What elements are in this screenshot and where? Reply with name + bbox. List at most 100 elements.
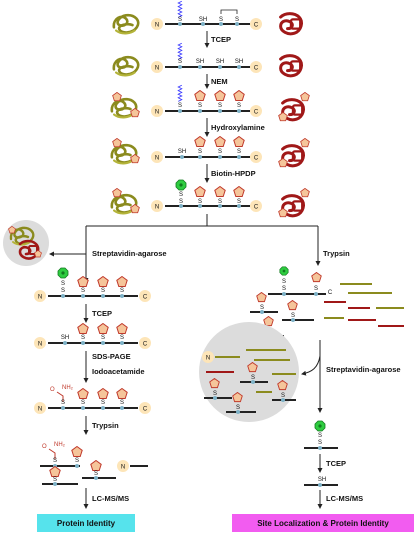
svg-text:S: S: [282, 286, 286, 292]
svg-text:LC-MS/MS: LC-MS/MS: [326, 494, 363, 503]
svg-text:S: S: [237, 149, 241, 155]
svg-text:C: C: [143, 295, 148, 301]
svg-text:SH: SH: [235, 59, 243, 65]
svg-text:S: S: [291, 313, 295, 319]
svg-text:C: C: [254, 205, 259, 211]
olive-protein-icon: [112, 55, 140, 77]
svg-text:S: S: [260, 305, 264, 311]
svg-text:N: N: [38, 295, 42, 301]
svg-text:S: S: [61, 288, 65, 294]
svg-text:NEM: NEM: [211, 77, 228, 86]
svg-text:S: S: [178, 17, 182, 23]
svg-text:C: C: [254, 156, 259, 162]
svg-text:S: S: [318, 433, 322, 439]
svg-text:SH: SH: [196, 59, 204, 65]
svg-text:N: N: [121, 465, 125, 471]
left-row-2: N C SH S S S: [34, 323, 151, 349]
svg-text:SH: SH: [318, 477, 326, 483]
svg-text:S: S: [53, 458, 57, 464]
olive-protein-icon: [112, 13, 140, 35]
red-protein-icon: [279, 54, 303, 78]
svg-text:SH: SH: [199, 17, 207, 23]
disulfide-bond: [220, 9, 238, 14]
svg-text:NH₂: NH₂: [62, 385, 74, 391]
svg-text:Trypsin: Trypsin: [92, 421, 119, 430]
svg-text:C: C: [254, 23, 259, 29]
svg-text:LC-MS/MS: LC-MS/MS: [92, 494, 129, 503]
svg-text:S: S: [101, 335, 105, 341]
svg-text:S: S: [218, 199, 222, 205]
svg-text:Site Localization & Protein Id: Site Localization & Protein Identity: [257, 519, 389, 528]
svg-text:S: S: [236, 405, 240, 411]
svg-text:S: S: [178, 103, 182, 109]
svg-text:C: C: [328, 290, 333, 296]
svg-text:S: S: [179, 199, 183, 205]
result-right-box: [232, 514, 414, 532]
svg-text:S: S: [101, 288, 105, 294]
svg-text:TCEP: TCEP: [211, 35, 231, 44]
svg-text:TCEP: TCEP: [326, 459, 346, 468]
fatty-acyl-icon: [177, 0, 183, 18]
discarded-peptides: N S S S S: [199, 322, 299, 422]
svg-text:S: S: [75, 458, 79, 464]
svg-text:S: S: [178, 59, 182, 65]
svg-text:S: S: [198, 149, 202, 155]
svg-text:Streptavidin-agarose: Streptavidin-agarose: [92, 249, 167, 258]
svg-text:S: S: [61, 281, 65, 287]
svg-text:S: S: [179, 192, 183, 198]
left-peptides: O NH₂ S S C N S S: [40, 442, 148, 486]
row-2: N C S SH SH SH: [112, 42, 303, 78]
svg-text:O: O: [42, 444, 47, 450]
row-1: N C S SH S S: [112, 0, 303, 36]
svg-text:O: O: [50, 387, 55, 393]
svg-text:S: S: [120, 335, 124, 341]
svg-text:SH: SH: [216, 59, 224, 65]
svg-text:S: S: [198, 199, 202, 205]
discarded-proteins: [3, 220, 49, 266]
carbamidomethyl-group: [56, 391, 64, 402]
svg-text:N: N: [155, 66, 159, 72]
svg-text:S: S: [318, 440, 322, 446]
red-protein-icon: [279, 12, 303, 36]
svg-text:Iodoacetamide: Iodoacetamide: [92, 367, 145, 376]
row-4: N C SH S S S: [110, 136, 310, 168]
svg-text:S: S: [94, 471, 98, 477]
svg-text:S: S: [235, 17, 239, 23]
svg-text:S: S: [53, 477, 57, 483]
svg-text:N: N: [155, 110, 159, 116]
left-row-1: N C S S S S S: [34, 267, 151, 302]
svg-text:Streptavidin-agarose: Streptavidin-agarose: [326, 365, 401, 374]
svg-text:S: S: [314, 286, 318, 292]
row-5: N C S S S S S: [110, 179, 310, 218]
svg-text:N: N: [38, 342, 42, 348]
biotin-icon: [175, 179, 187, 191]
svg-text:S: S: [218, 149, 222, 155]
result-left-box: [37, 514, 135, 532]
svg-text:NH₂: NH₂: [54, 442, 66, 448]
svg-text:S: S: [281, 393, 285, 399]
svg-text:C: C: [254, 66, 259, 72]
svg-text:S: S: [218, 103, 222, 109]
svg-text:S: S: [251, 375, 255, 381]
svg-text:Protein Identity: Protein Identity: [57, 519, 116, 528]
svg-text:S: S: [120, 288, 124, 294]
reduced-peptide: SH: [304, 477, 338, 487]
svg-text:C: C: [254, 110, 259, 116]
svg-text:S: S: [81, 400, 85, 406]
svg-text:S: S: [81, 335, 85, 341]
svg-text:N: N: [206, 356, 210, 362]
svg-text:S: S: [198, 103, 202, 109]
svg-text:N: N: [38, 407, 42, 413]
svg-text:S: S: [61, 400, 65, 406]
svg-text:SH: SH: [178, 149, 186, 155]
svg-text:Hydroxylamine: Hydroxylamine: [211, 123, 265, 132]
svg-text:SDS-PAGE: SDS-PAGE: [92, 352, 131, 361]
svg-text:Biotin-HPDP: Biotin-HPDP: [211, 169, 256, 178]
svg-text:SH: SH: [61, 335, 69, 341]
enriched-peptide: S S: [304, 420, 338, 450]
svg-text:S: S: [237, 103, 241, 109]
row-3: N C S S S S: [110, 84, 310, 122]
n-terminus: [151, 18, 163, 30]
svg-text:S: S: [219, 17, 223, 23]
